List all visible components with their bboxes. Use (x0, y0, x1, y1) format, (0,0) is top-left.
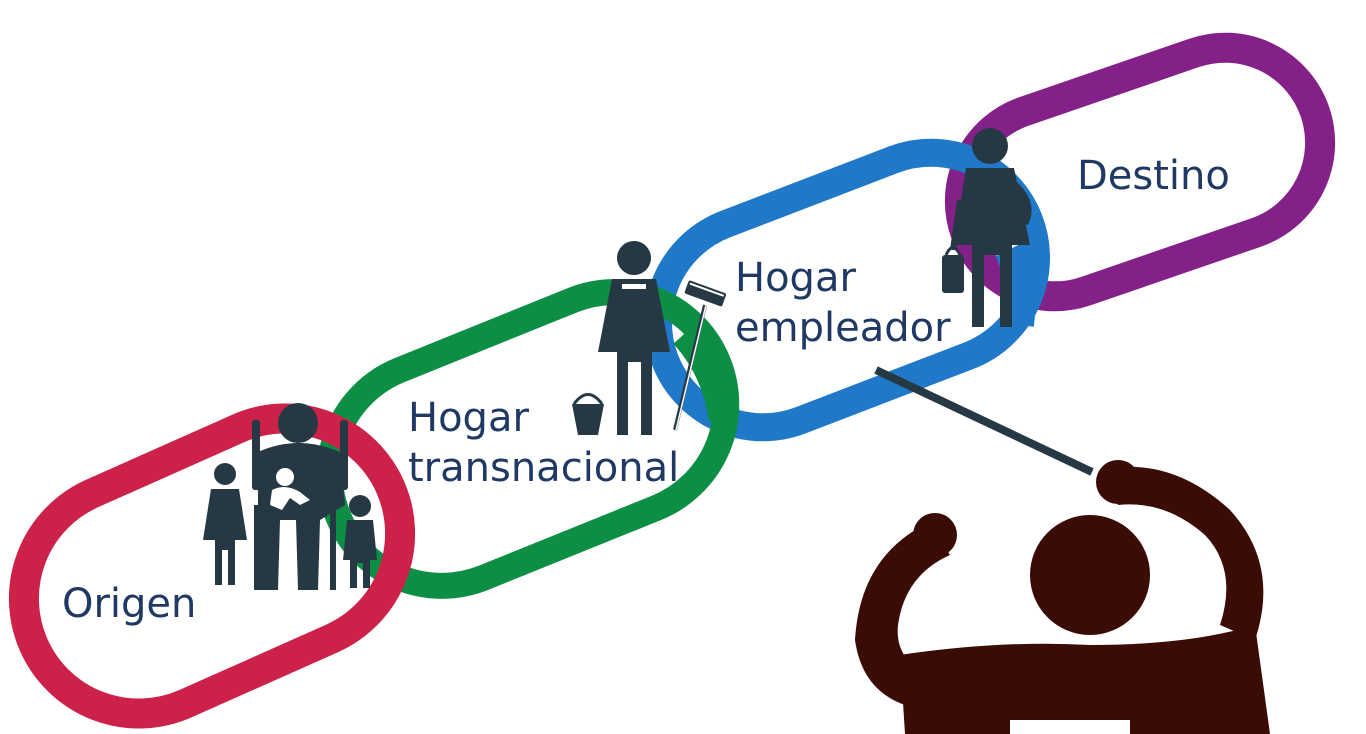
woman-with-bucket-and-broom-icon (572, 241, 727, 435)
origen-link (8, 403, 416, 729)
woman-with-handbag-icon (942, 128, 1032, 327)
transnacional-label-line2: transnacional (408, 445, 679, 491)
pointer-stick (874, 366, 1094, 476)
person-raising-arms-icon (855, 460, 1270, 734)
empleador-label-line2: empleador (735, 305, 951, 351)
green-over-blue-overlap (673, 326, 735, 423)
destino-label: Destino (1077, 153, 1230, 199)
transnacional-link (316, 279, 740, 599)
transnacional-label-line1: Hogar (408, 395, 529, 441)
origen-label: Origen (62, 581, 196, 627)
family-with-seated-woman-and-baby-icon (203, 403, 377, 590)
empleador-label-line1: Hogar (735, 255, 856, 301)
